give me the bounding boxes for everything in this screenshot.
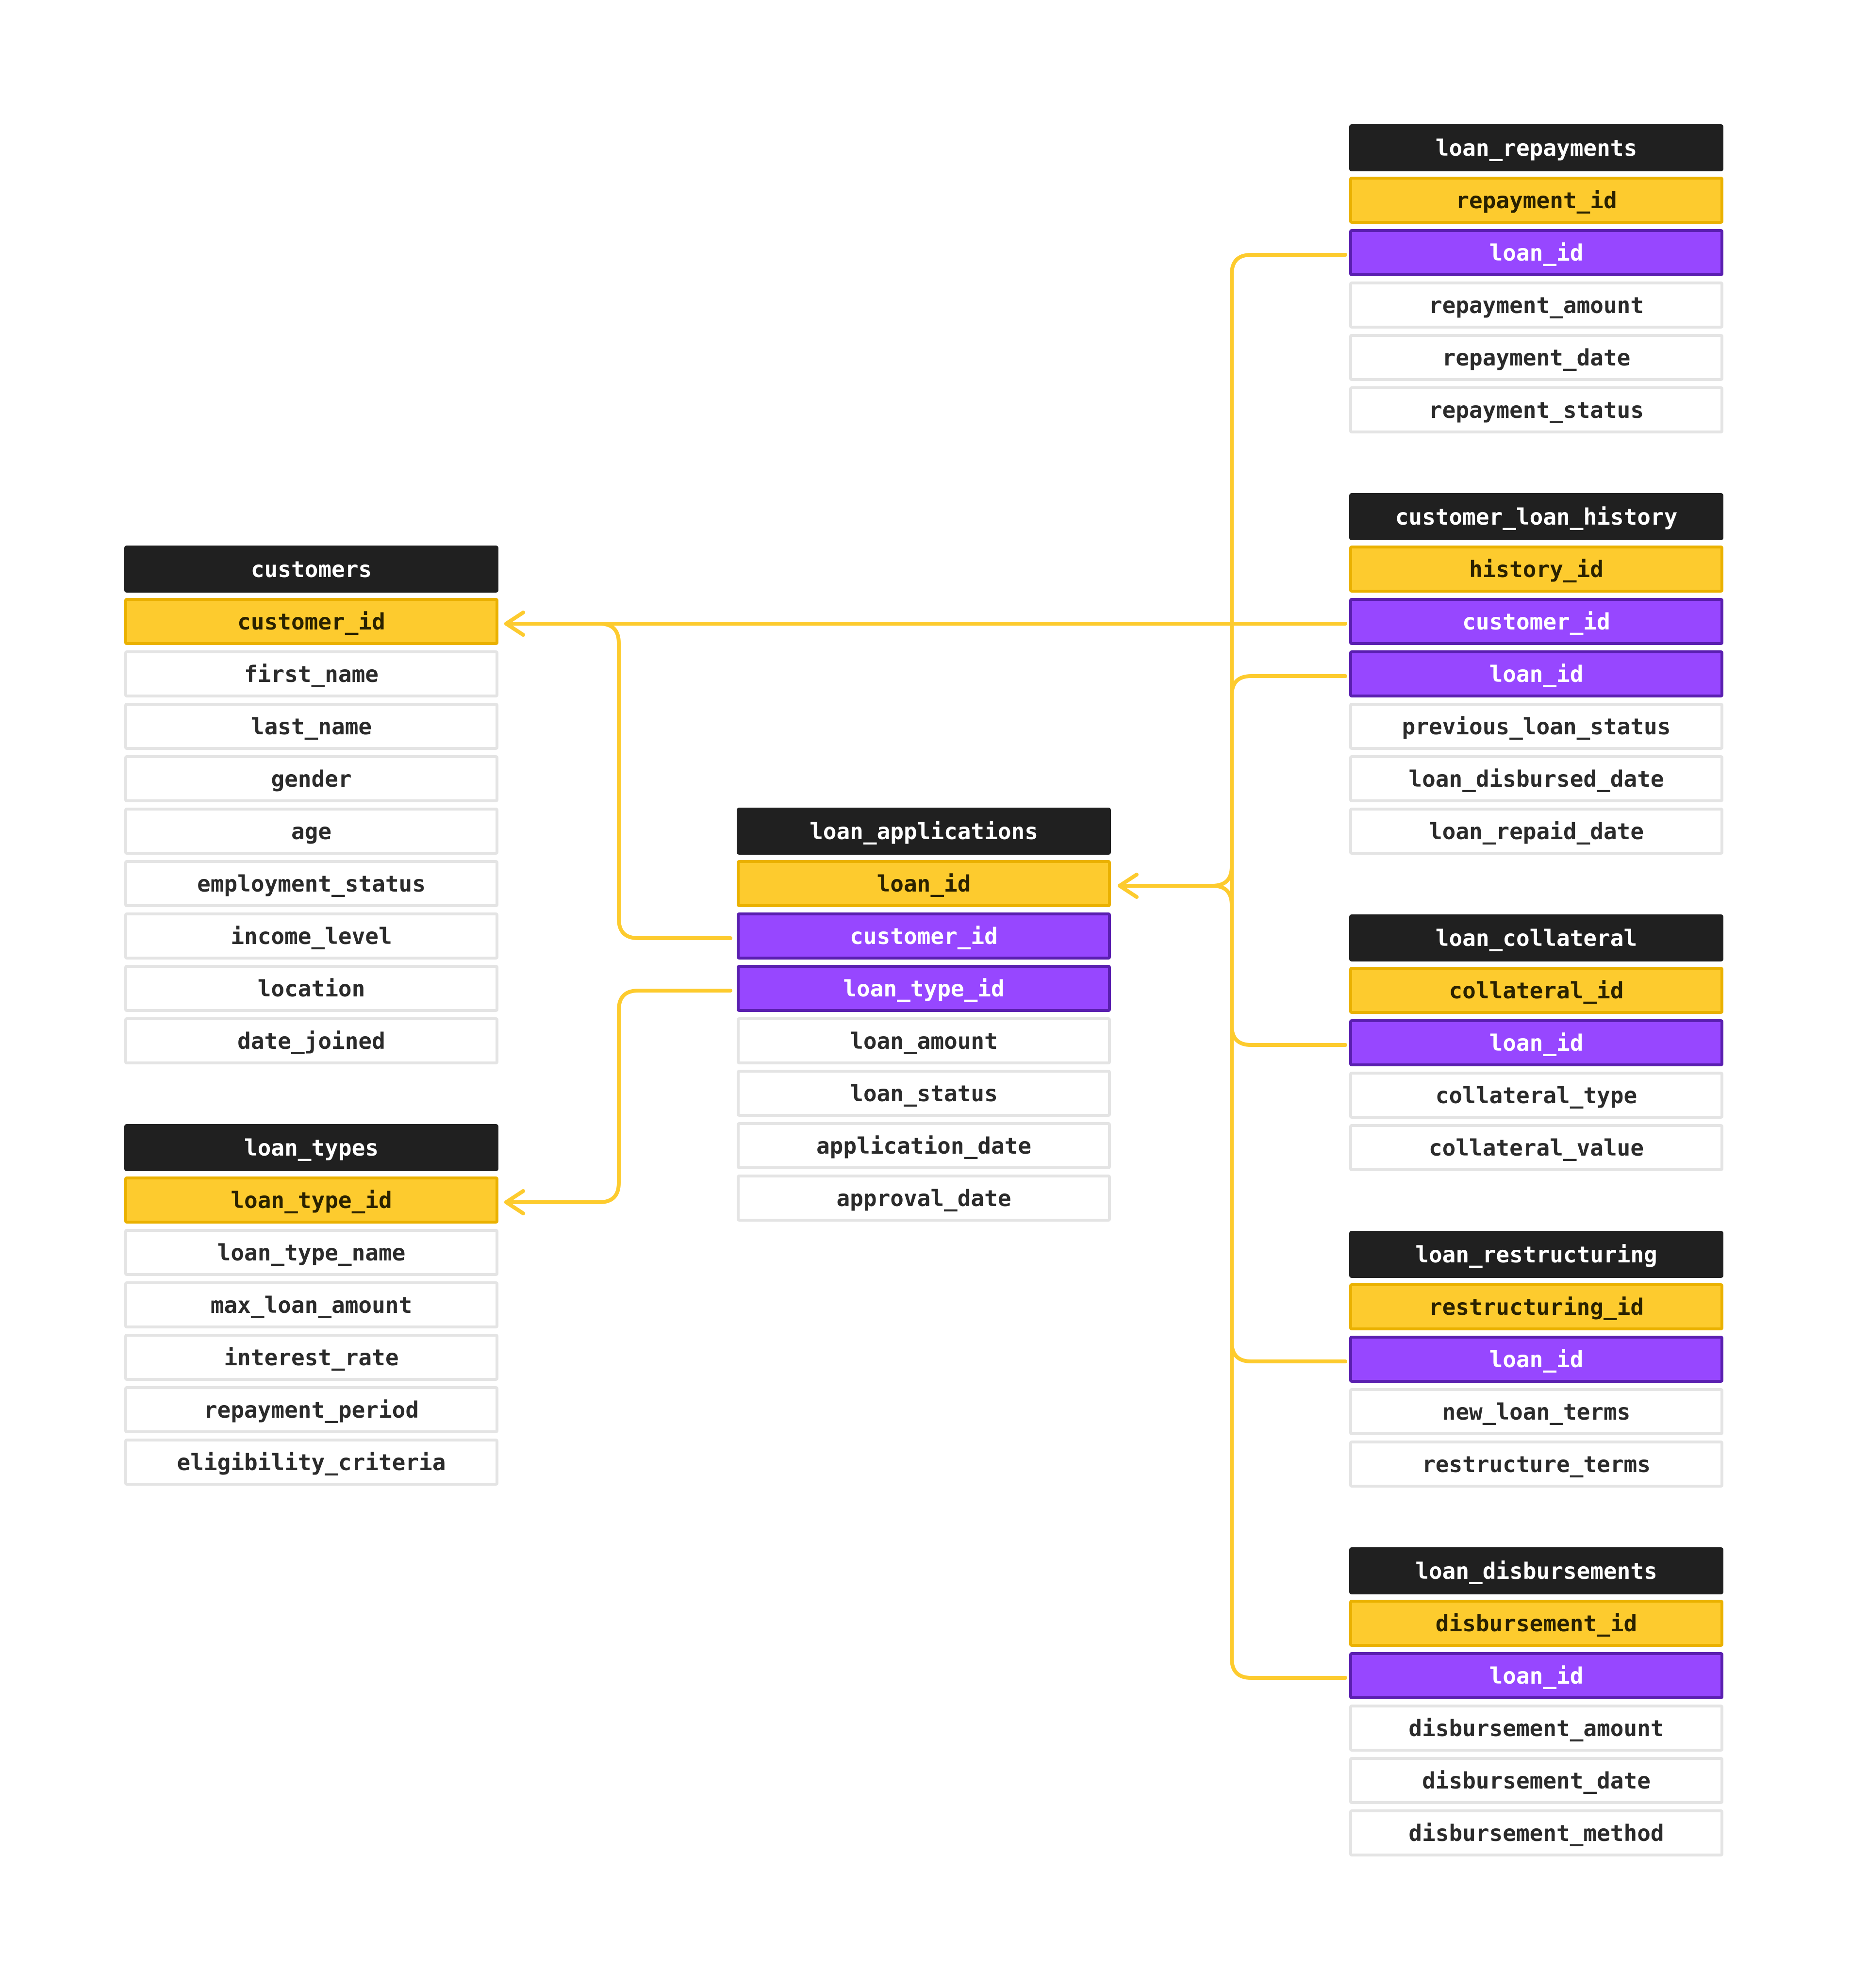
table-loan-disbursements: loan_disbursements disbursement_id loan_… — [1349, 1547, 1723, 1862]
field: repayment_amount — [1349, 282, 1723, 329]
field: eligibility_criteria — [124, 1439, 498, 1486]
table-header: loan_types — [124, 1124, 498, 1171]
field: collateral_type — [1349, 1072, 1723, 1119]
foreign-key-field: loan_id — [1349, 650, 1723, 697]
foreign-key-field: customer_id — [737, 912, 1111, 960]
table-loan-restructuring: loan_restructuring restructuring_id loan… — [1349, 1231, 1723, 1493]
table-header: loan_applications — [737, 808, 1111, 855]
primary-key-field: loan_id — [737, 860, 1111, 907]
table-loan-repayments: loan_repayments repayment_id loan_id rep… — [1349, 124, 1723, 439]
arrow-loan-types-loan-type-id — [504, 1189, 525, 1215]
field: location — [124, 965, 498, 1012]
field: date_joined — [124, 1017, 498, 1064]
primary-key-field: disbursement_id — [1349, 1600, 1723, 1647]
primary-key-field: repayment_id — [1349, 177, 1723, 224]
primary-key-field: history_id — [1349, 546, 1723, 593]
field: loan_status — [737, 1070, 1111, 1117]
field: disbursement_method — [1349, 1809, 1723, 1856]
arrow-loan-applications-loan-id — [1118, 873, 1139, 899]
field: restructure_terms — [1349, 1441, 1723, 1488]
table-header: loan_repayments — [1349, 124, 1723, 171]
table-loan-applications: loan_applications loan_id customer_id lo… — [737, 808, 1111, 1227]
field: application_date — [737, 1122, 1111, 1169]
primary-key-field: restructuring_id — [1349, 1283, 1723, 1330]
arrow-customers-customer-id — [504, 611, 525, 637]
field: new_loan_terms — [1349, 1388, 1723, 1435]
table-customers: customers customer_id first_name last_na… — [124, 546, 498, 1070]
foreign-key-field: customer_id — [1349, 598, 1723, 645]
table-header: loan_collateral — [1349, 914, 1723, 961]
link-collateral-loan-id — [1230, 1024, 1347, 1047]
field: disbursement_amount — [1349, 1705, 1723, 1752]
field: approval_date — [737, 1175, 1111, 1222]
foreign-key-field: loan_id — [1349, 1019, 1723, 1066]
primary-key-field: collateral_id — [1349, 967, 1723, 1014]
field: income_level — [124, 912, 498, 960]
field: collateral_value — [1349, 1124, 1723, 1171]
field: repayment_period — [124, 1386, 498, 1433]
foreign-key-field: loan_type_id — [737, 965, 1111, 1012]
primary-key-field: customer_id — [124, 598, 498, 645]
table-loan-types: loan_types loan_type_id loan_type_name m… — [124, 1124, 498, 1491]
table-header: loan_disbursements — [1349, 1547, 1723, 1594]
link-loan-applications-loan-type-id — [504, 989, 732, 1204]
field: loan_type_name — [124, 1229, 498, 1276]
foreign-key-field: loan_id — [1349, 1652, 1723, 1699]
field: employment_status — [124, 860, 498, 907]
table-loan-collateral: loan_collateral collateral_id loan_id co… — [1349, 914, 1723, 1176]
link-restructuring-loan-id — [1230, 1340, 1347, 1363]
field: repayment_status — [1349, 386, 1723, 433]
field: interest_rate — [124, 1334, 498, 1381]
field: disbursement_date — [1349, 1757, 1723, 1804]
link-disbursements-loan-id — [1230, 1657, 1347, 1680]
field: previous_loan_status — [1349, 703, 1723, 750]
foreign-key-field: loan_id — [1349, 229, 1723, 276]
field: first_name — [124, 650, 498, 697]
link-repayments-loan-id — [1230, 253, 1347, 276]
table-header: loan_restructuring — [1349, 1231, 1723, 1278]
table-header: customers — [124, 546, 498, 593]
foreign-key-field: loan_id — [1349, 1336, 1723, 1383]
field: loan_repaid_date — [1349, 808, 1723, 855]
field: age — [124, 808, 498, 855]
link-loan-applications-customer-id — [504, 622, 732, 940]
field: last_name — [124, 703, 498, 750]
field: loan_disbursed_date — [1349, 755, 1723, 802]
field: max_loan_amount — [124, 1281, 498, 1328]
field: gender — [124, 755, 498, 802]
link-history-loan-id — [1230, 674, 1347, 697]
link-bus-to-loan-id-lower — [1210, 884, 1234, 907]
table-header: customer_loan_history — [1349, 493, 1723, 540]
field: loan_amount — [737, 1017, 1111, 1064]
table-customer-loan-history: customer_loan_history history_id custome… — [1349, 493, 1723, 860]
field: repayment_date — [1349, 334, 1723, 381]
primary-key-field: loan_type_id — [124, 1176, 498, 1224]
